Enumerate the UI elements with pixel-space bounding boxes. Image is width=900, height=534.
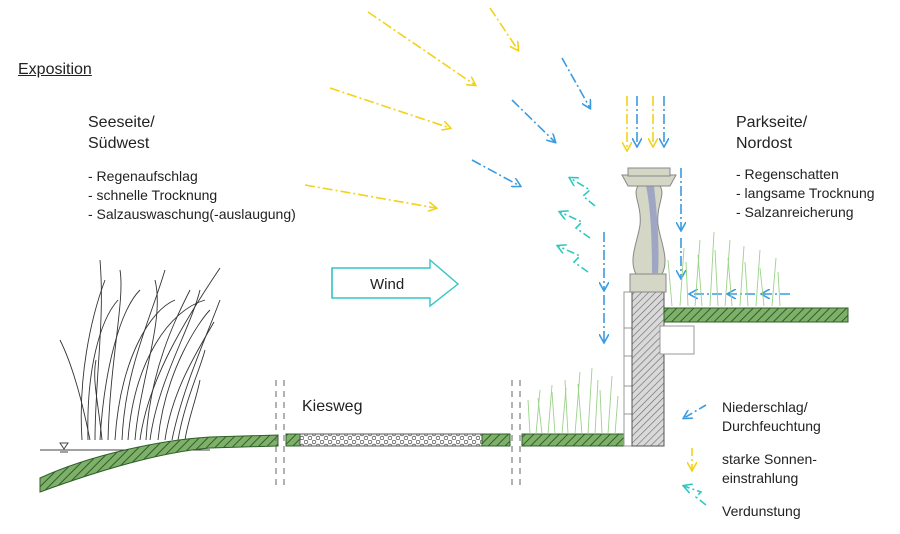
grass-left-of-wall — [527, 367, 619, 435]
legend-sun-label: starke Sonnen- einstrahlung — [722, 450, 817, 488]
diagram-title: Exposition — [18, 61, 92, 78]
evaporation-arrows — [558, 178, 596, 273]
right-side-heading: Parkseite/ Nordost — [736, 112, 807, 154]
reeds — [59, 259, 221, 441]
gravel-path — [299, 433, 483, 447]
legend-evaporation-icon — [684, 486, 707, 506]
list-item: - Salzanreicherung — [736, 204, 854, 220]
wall-ledge — [659, 325, 695, 355]
wind-arrow — [331, 258, 460, 308]
section-breaks — [275, 380, 521, 490]
list-item: - Salzauswaschung(-auslaugung) — [88, 206, 296, 222]
evaporation-arrow — [570, 178, 596, 207]
grass-park — [667, 231, 781, 307]
ground-path-right — [481, 433, 511, 447]
sun-ray — [489, 7, 518, 50]
list-item: - Regenaufschlag — [88, 168, 198, 184]
baluster — [621, 167, 677, 293]
right-side-list: - Regenschatten - langsame Trocknung - S… — [736, 165, 875, 222]
wall — [623, 291, 695, 447]
legend-line: Niederschlag/ — [722, 399, 808, 415]
legend-rain-icon — [684, 404, 707, 418]
list-item: - Regenschatten — [736, 166, 839, 182]
sun-rays — [304, 7, 653, 208]
ground-shore — [39, 434, 279, 493]
evaporation-arrow — [560, 212, 591, 239]
right-heading-line: Parkseite/ — [736, 114, 808, 131]
wall-section — [631, 291, 665, 447]
left-side-heading: Seeseite/ Südwest — [88, 112, 155, 154]
legend-evaporation-label: Verdunstung — [722, 502, 801, 521]
legend-line: starke Sonnen- — [722, 451, 817, 467]
ground-park — [663, 307, 849, 323]
rain-arrow — [561, 57, 590, 108]
right-heading-line: Nordost — [736, 135, 793, 152]
left-heading-line: Seeseite/ — [88, 114, 155, 131]
rain-arrow — [471, 159, 520, 186]
ground-path-left — [285, 433, 301, 447]
left-side-list: - Regenaufschlag - schnelle Trocknung - … — [88, 167, 296, 224]
list-item: - langsame Trocknung — [736, 185, 875, 201]
sun-ray — [367, 11, 475, 85]
left-heading-line: Südwest — [88, 135, 150, 152]
path-label: Kiesweg — [302, 398, 363, 415]
legend-line: Verdunstung — [722, 503, 801, 519]
rain-arrows — [471, 57, 790, 342]
legend-symbols — [684, 404, 707, 506]
legend-rain-label: Niederschlag/ Durchfeuchtung — [722, 398, 821, 436]
list-item: - schnelle Trocknung — [88, 187, 218, 203]
evaporation-arrow — [558, 246, 589, 273]
rain-arrow — [511, 99, 555, 142]
wind-label: Wind — [370, 276, 405, 293]
legend-line: Durchfeuchtung — [722, 418, 821, 434]
sun-ray — [329, 87, 450, 128]
legend-line: einstrahlung — [722, 470, 799, 486]
sun-ray — [304, 184, 436, 208]
ground-wall-base — [521, 433, 631, 447]
